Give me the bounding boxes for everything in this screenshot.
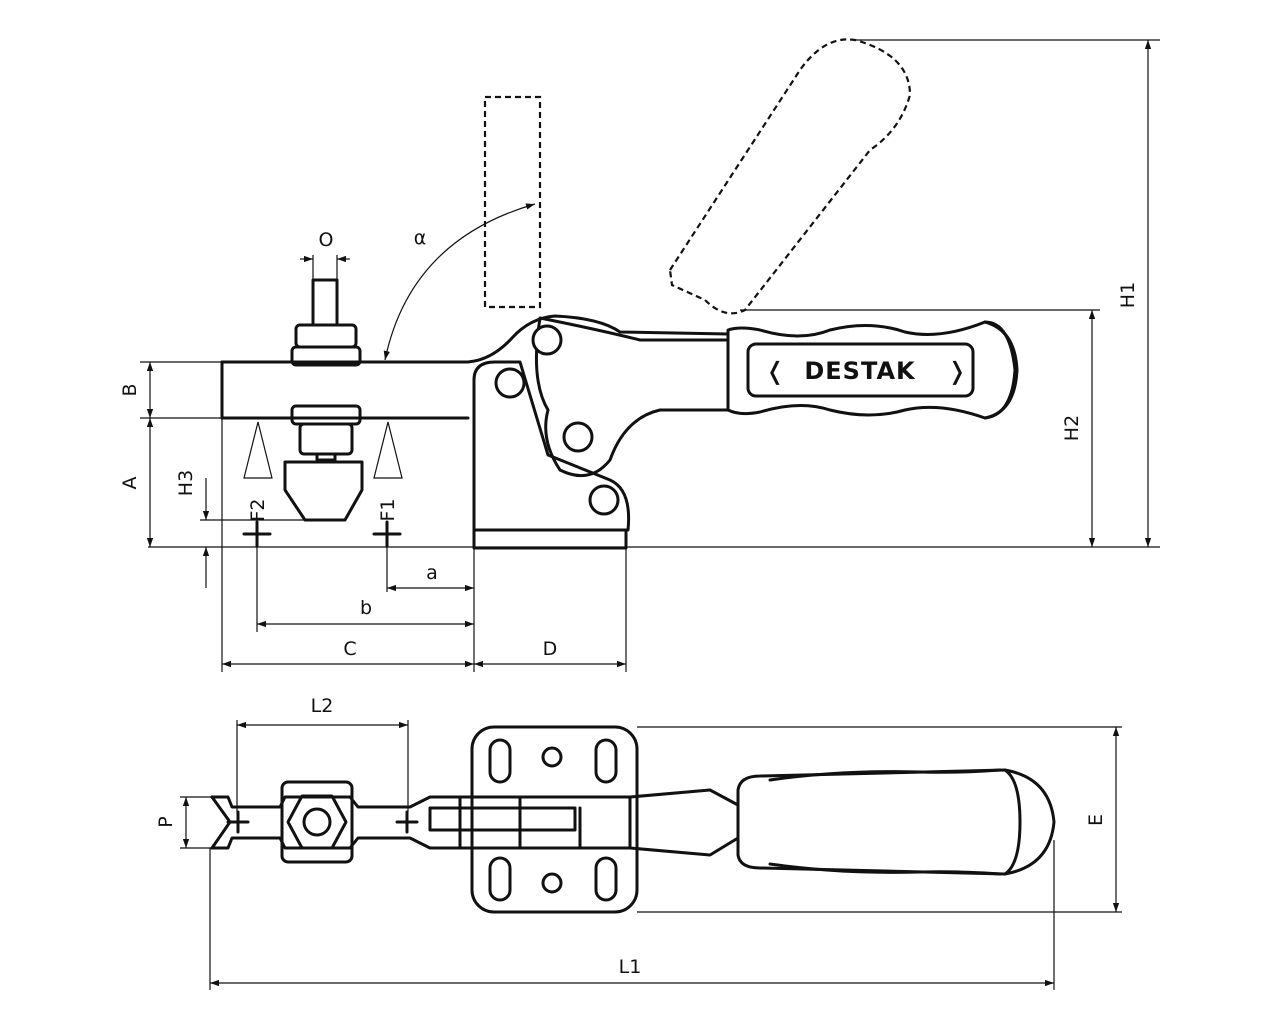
dim-e-label: E	[1085, 814, 1107, 826]
side-view: DESTAK ❬ ❭ F2 F1 O α	[119, 38, 1160, 672]
dim-h1-label: H1	[1117, 282, 1139, 308]
dim-c-label: C	[343, 638, 356, 660]
brand-label: DESTAK	[804, 357, 916, 385]
f2-label: F2	[247, 498, 269, 521]
dim-o-label: O	[319, 229, 334, 251]
dim-l1-label: L1	[619, 956, 642, 978]
dim-h3-label: H3	[175, 470, 197, 496]
dim-p-label: P	[155, 816, 177, 827]
svg-text:❬: ❬	[765, 357, 786, 385]
dim-b-lower-label: b	[360, 597, 372, 619]
dim-l2-label: L2	[311, 695, 334, 717]
f1-label: F1	[377, 498, 399, 521]
dim-d-label: D	[543, 638, 558, 660]
dim-alpha-label: α	[414, 227, 427, 249]
dim-a-lower-label: a	[426, 562, 438, 584]
top-view: L2 P E L1	[155, 695, 1122, 990]
dim-b-upper-label: B	[119, 383, 141, 396]
dim-a-upper-label: A	[119, 477, 141, 490]
svg-text:❭: ❭	[947, 357, 968, 385]
dim-h2-label: H2	[1061, 415, 1083, 441]
